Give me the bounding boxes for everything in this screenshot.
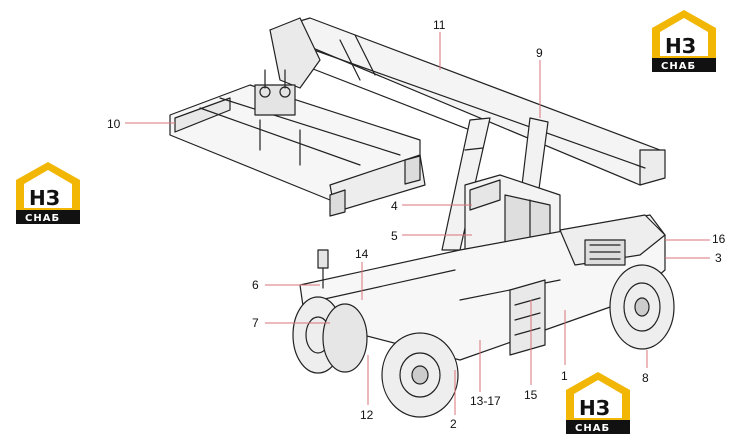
reach-stacker-illustration [169,17,675,418]
callout-11: 11 [433,18,446,32]
leader-lines [125,32,710,415]
callout-13-17: 13-17 [470,394,501,408]
callout-10: 10 [107,117,121,131]
callout-labels: 11 9 10 4 5 16 3 14 6 7 1 8 15 13-17 12 … [107,18,726,431]
boom [269,17,666,186]
logo-mark: НЗ [29,186,60,210]
logo-top-right: НЗ СНАБ [652,10,716,72]
callout-16: 16 [712,232,726,246]
callout-6: 6 [252,278,259,292]
logo-bottom: НЗ СНАБ [566,372,630,434]
wheel-front-right [381,332,459,418]
callout-2: 2 [450,417,457,431]
callout-4: 4 [391,199,398,213]
callout-14: 14 [355,247,369,261]
callout-12: 12 [360,408,374,422]
logo-mark: НЗ [579,396,610,420]
callout-7: 7 [252,316,259,330]
logo-sub: СНАБ [25,213,60,224]
logo-sub: СНАБ [575,423,610,434]
logo-mark: НЗ [665,34,696,58]
wheel-front-left-inner [322,303,368,373]
callout-8: 8 [642,371,649,385]
spreader [169,69,426,217]
logo-left: НЗ СНАБ [16,162,80,224]
callout-1: 1 [561,369,568,383]
callout-5: 5 [391,229,398,243]
callout-15: 15 [524,388,538,402]
chassis [299,214,666,361]
wheel-rear [609,264,675,350]
wheels [292,264,675,418]
callout-3: 3 [715,251,722,265]
logo-sub: СНАБ [661,61,696,72]
callout-9: 9 [536,46,543,60]
